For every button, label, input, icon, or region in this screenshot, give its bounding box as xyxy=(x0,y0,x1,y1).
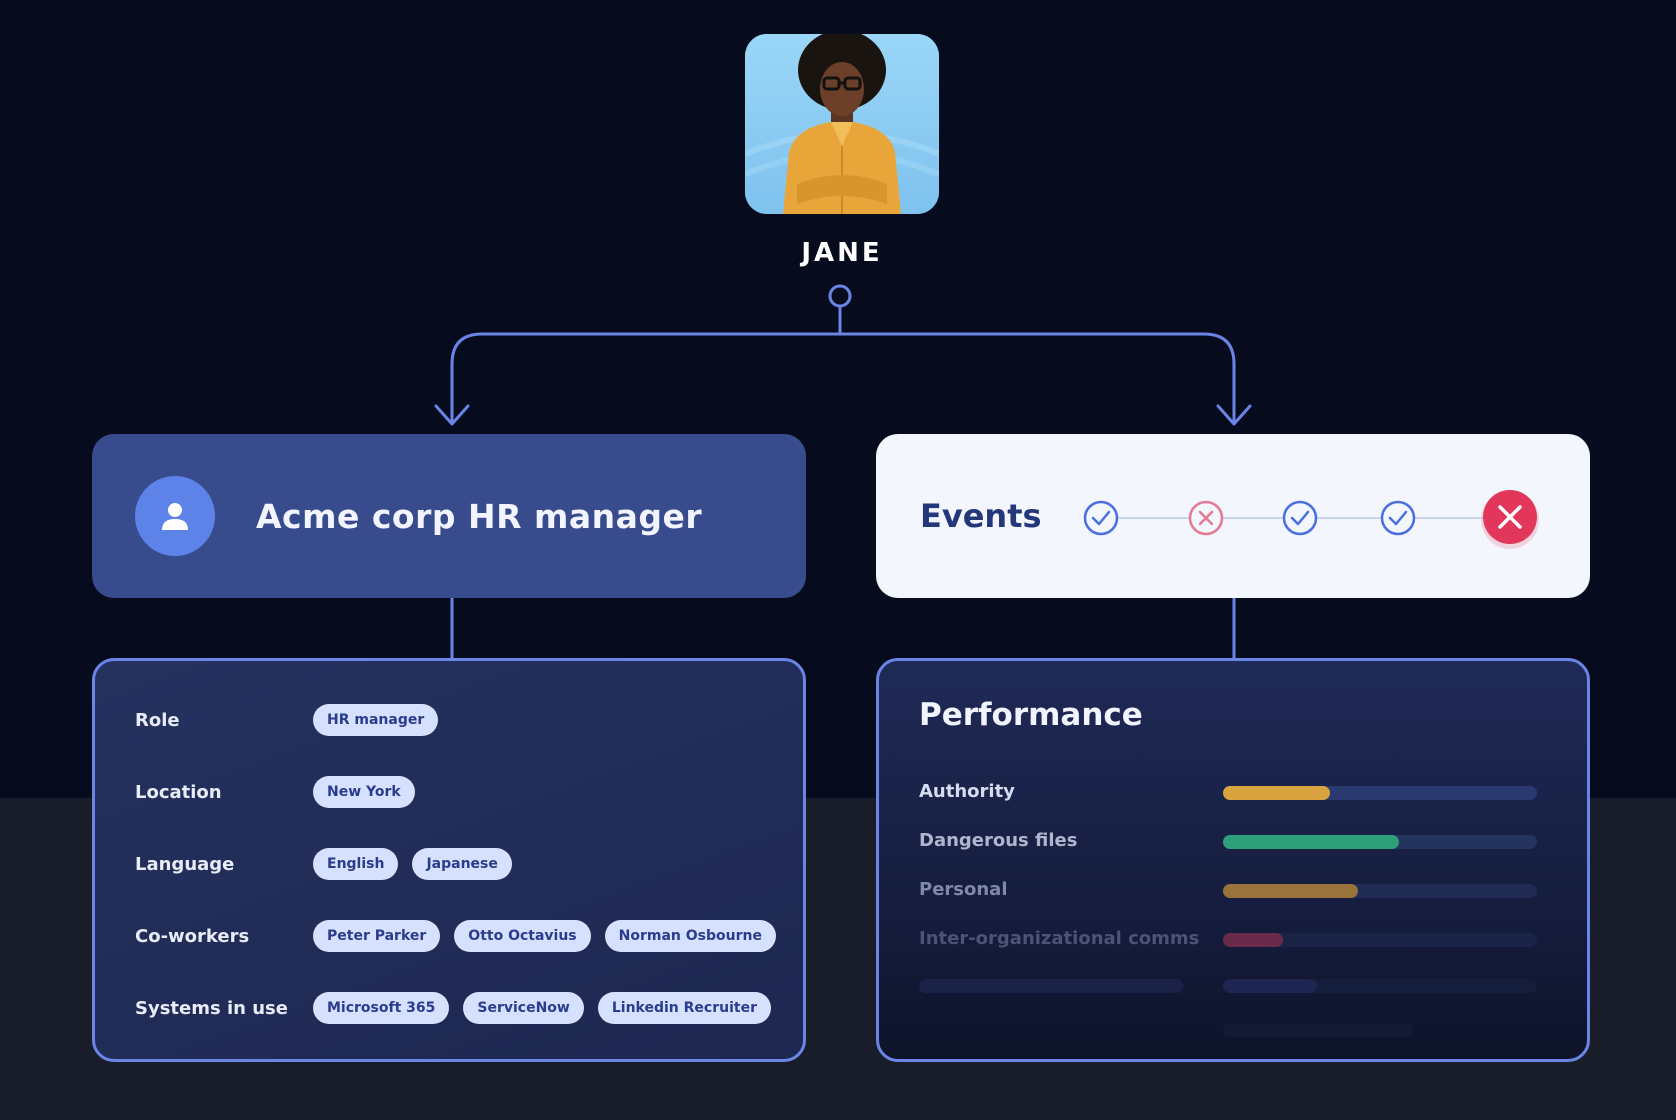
metric-bar-track xyxy=(1223,933,1537,947)
chip[interactable]: Microsoft 365 xyxy=(313,992,450,1024)
detail-row-language: Language English Japanese xyxy=(135,847,526,881)
chip[interactable]: Linkedin Recruiter xyxy=(597,992,771,1024)
chip[interactable]: HR manager xyxy=(313,704,439,736)
arrow-down-icon xyxy=(434,404,470,426)
metric-label: Personal xyxy=(919,879,1008,900)
faded-placeholder-bar xyxy=(919,979,1183,993)
metric-row-authority: Authority xyxy=(919,777,1559,807)
avatar xyxy=(745,34,939,214)
event-success-icon xyxy=(1380,500,1416,536)
detail-label: Co-workers xyxy=(135,925,250,947)
person-name: JANE xyxy=(801,238,883,268)
performance-title: Performance xyxy=(919,697,1143,733)
detail-row-location: Location New York xyxy=(135,775,429,809)
chip[interactable]: Peter Parker xyxy=(313,920,441,952)
metric-bar-fill xyxy=(1223,835,1399,849)
event-success-icon xyxy=(1282,500,1318,536)
metric-bar-track xyxy=(1223,835,1537,849)
metric-row-inter-org-comms: Inter-organizational comms xyxy=(919,924,1559,954)
metric-bar-fill xyxy=(1223,786,1330,800)
detail-label: Location xyxy=(135,781,222,803)
metric-bar-fill xyxy=(1223,933,1283,947)
event-failure-icon xyxy=(1188,500,1224,536)
arrow-down-icon xyxy=(1216,404,1252,426)
metric-row-personal: Personal xyxy=(919,875,1559,905)
event-success-icon xyxy=(1083,500,1119,536)
events-title: Events xyxy=(920,497,1042,535)
chip[interactable]: English xyxy=(313,848,399,880)
metric-label: Dangerous files xyxy=(919,830,1078,851)
detail-row-systems: Systems in use Microsoft 365 ServiceNow … xyxy=(135,991,785,1025)
user-icon xyxy=(135,476,215,556)
chip[interactable]: ServiceNow xyxy=(463,992,584,1024)
metric-bar-fill xyxy=(1223,884,1359,898)
chip[interactable]: New York xyxy=(313,776,415,808)
detail-label: Systems in use xyxy=(135,997,288,1019)
chip[interactable]: Japanese xyxy=(412,848,512,880)
metric-label: Authority xyxy=(919,781,1015,802)
faded-placeholder-bar xyxy=(1223,979,1317,993)
chip[interactable]: Norman Osbourne xyxy=(604,920,776,952)
metric-bar-track xyxy=(1223,786,1537,800)
detail-row-co-workers: Co-workers Peter Parker Otto Octavius No… xyxy=(135,919,790,953)
event-failure-active-icon xyxy=(1481,490,1539,549)
performance-card: Performance Authority Dangerous files Pe… xyxy=(876,658,1590,1062)
detail-label: Role xyxy=(135,709,180,731)
chip[interactable]: Otto Octavius xyxy=(454,920,591,952)
detail-row-role: Role HR manager xyxy=(135,703,452,737)
detail-label: Language xyxy=(135,853,235,875)
events-card[interactable]: Events xyxy=(876,434,1590,598)
events-timeline xyxy=(1083,490,1539,549)
metric-label: Inter-organizational comms xyxy=(919,928,1200,949)
metric-bar-track xyxy=(1223,884,1537,898)
faded-placeholder-bar xyxy=(1223,1023,1413,1037)
root-node-icon xyxy=(828,284,852,308)
role-title: Acme corp HR manager xyxy=(256,496,703,536)
details-card: Role HR manager Location New York Langua… xyxy=(92,658,806,1062)
metric-row-dangerous-files: Dangerous files xyxy=(919,826,1559,856)
person-portrait-image xyxy=(745,34,939,214)
role-card[interactable]: Acme corp HR manager xyxy=(92,434,806,598)
